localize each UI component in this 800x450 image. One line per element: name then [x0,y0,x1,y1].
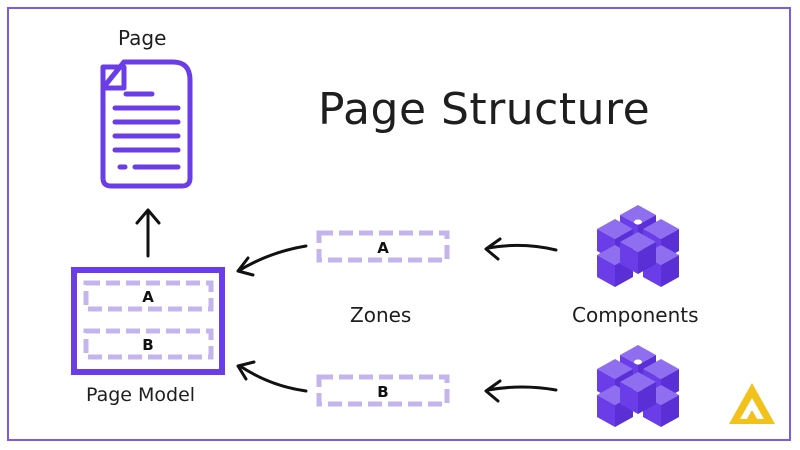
diagram-frame [7,7,791,441]
arrow-components-to-zone-b [484,379,558,403]
arrow-components-to-zone-a [484,237,558,261]
model-slot-b-label: B [142,336,153,354]
up-arrow [135,208,161,258]
cube-stack-icon [597,205,679,287]
components-label: Components [572,303,699,327]
zones-label: Zones [350,303,412,327]
zone-b-label: B [377,383,388,401]
zone-box-a: A [316,230,450,263]
logo-icon [729,383,775,424]
document-icon [100,59,193,189]
model-slot-a-label: A [142,288,154,306]
zone-box-b: B [316,374,450,407]
page-model-box: A B [71,267,225,375]
page-model-label: Page Model [86,384,196,406]
cube-stack-icon [597,345,679,427]
arrow-zone-a-to-model [236,244,308,277]
page-title: Page Structure [318,84,651,135]
arrow-zone-b-to-model [236,360,308,393]
page-label: Page [118,26,167,50]
zone-a-label: A [377,239,389,257]
